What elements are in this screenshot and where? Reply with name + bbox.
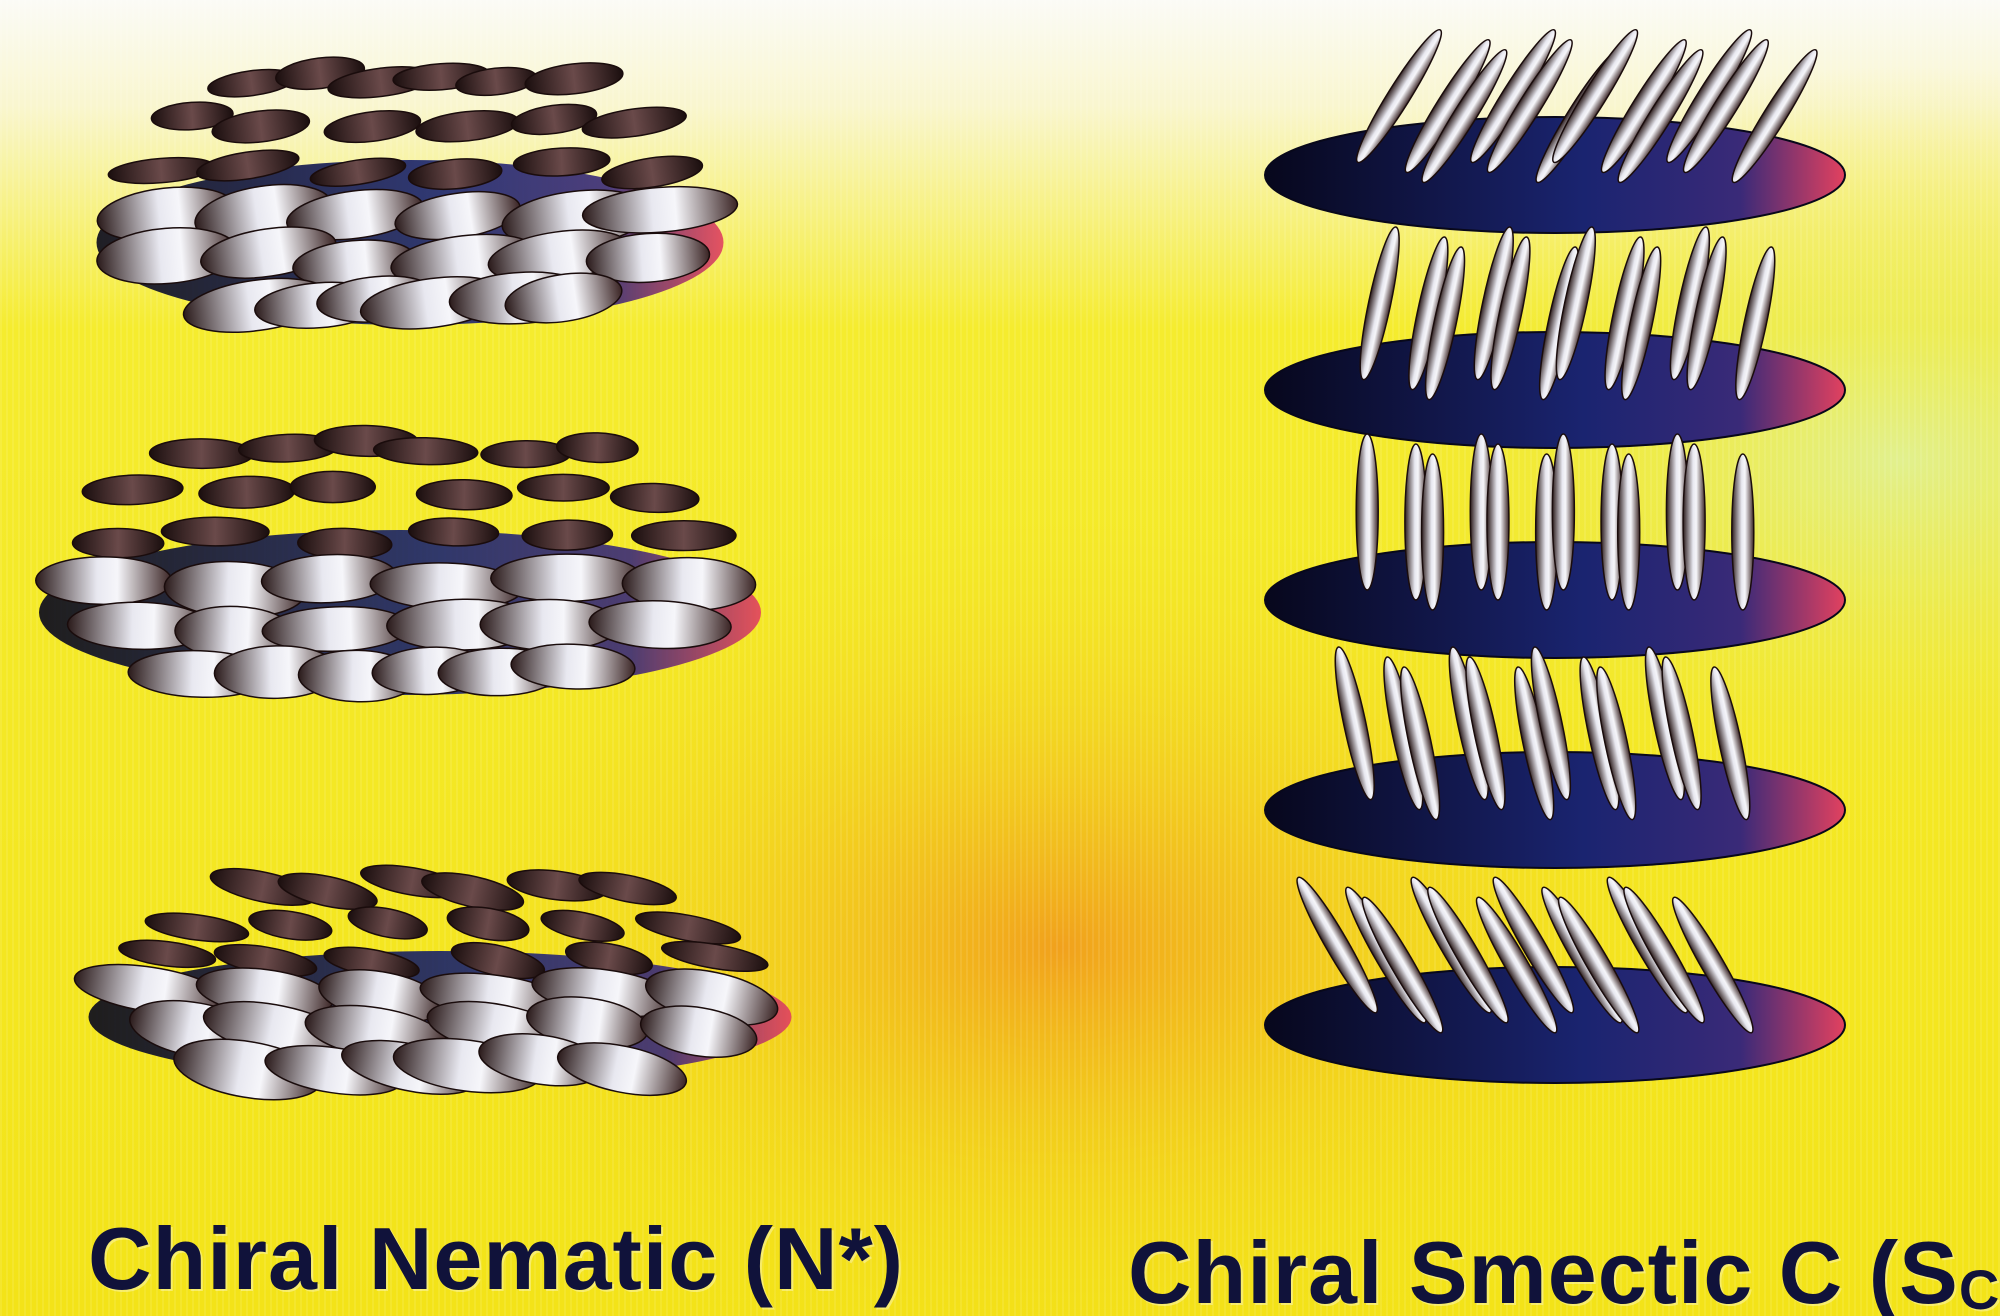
smectic-layer-4 xyxy=(1265,645,1845,868)
smectic-label: Chiral Smectic C (SC*) xyxy=(1128,1222,2000,1316)
smectic-molecule xyxy=(1552,434,1574,590)
smectic-label-prefix: Chiral Smectic C (S xyxy=(1128,1223,1959,1316)
smectic-molecule xyxy=(1356,434,1378,590)
smectic-layer-1 xyxy=(1265,24,1845,233)
smectic-molecule xyxy=(1487,444,1509,600)
smectic-molecule xyxy=(1683,444,1705,600)
smectic-label-subscript: C xyxy=(1959,1258,2000,1316)
smectic-molecule xyxy=(1732,454,1754,610)
smectic-layer-2 xyxy=(1265,225,1845,448)
smectic-layer-3 xyxy=(1265,434,1845,658)
nematic-label: Chiral Nematic (N*) xyxy=(88,1208,904,1310)
smectic-molecule xyxy=(1422,454,1444,610)
smectic-molecule xyxy=(1618,454,1640,610)
smectic-layer-5 xyxy=(1265,872,1845,1083)
